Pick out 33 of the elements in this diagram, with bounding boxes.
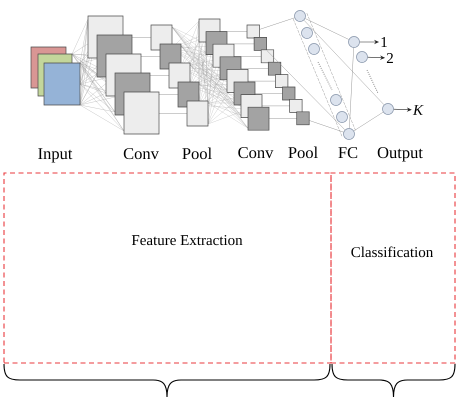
layer-label: Output bbox=[378, 147, 423, 162]
layer-label: Pool bbox=[288, 146, 318, 158]
connection-line bbox=[309, 120, 344, 132]
neuron-circle bbox=[330, 94, 342, 106]
neuron-circle bbox=[294, 10, 306, 22]
neuron-circle bbox=[343, 128, 355, 140]
class-label: K bbox=[412, 105, 424, 115]
class-label: 1 bbox=[382, 37, 387, 47]
feature-map-square bbox=[268, 62, 282, 76]
connection-line bbox=[305, 18, 349, 40]
connection-line bbox=[260, 18, 295, 30]
connection-line bbox=[349, 48, 354, 128]
neuron-circle bbox=[348, 36, 360, 48]
feature-map-square bbox=[260, 49, 274, 64]
neuron-circle bbox=[356, 51, 368, 63]
class-label: 2 bbox=[386, 53, 393, 63]
feature-map-square bbox=[246, 24, 260, 38]
neuron-circle bbox=[308, 43, 320, 55]
feature-map-square bbox=[282, 86, 296, 100]
feature-map-square bbox=[296, 111, 310, 126]
connection-line bbox=[354, 112, 384, 132]
connection-line bbox=[266, 50, 346, 130]
feature-map-square bbox=[289, 99, 302, 113]
feature-map-square bbox=[254, 37, 267, 51]
neuron-circle bbox=[301, 27, 313, 39]
layer-label: Conv bbox=[238, 147, 274, 158]
dashed-region-box: Feature Extraction bbox=[3, 172, 332, 364]
connection-line bbox=[304, 20, 384, 105]
neuron-circle bbox=[336, 111, 348, 123]
dashed-region-box: Classification bbox=[330, 172, 456, 364]
layer-label: FC bbox=[338, 147, 358, 158]
neuron-circle bbox=[382, 103, 394, 115]
feature-map-square bbox=[275, 74, 288, 88]
